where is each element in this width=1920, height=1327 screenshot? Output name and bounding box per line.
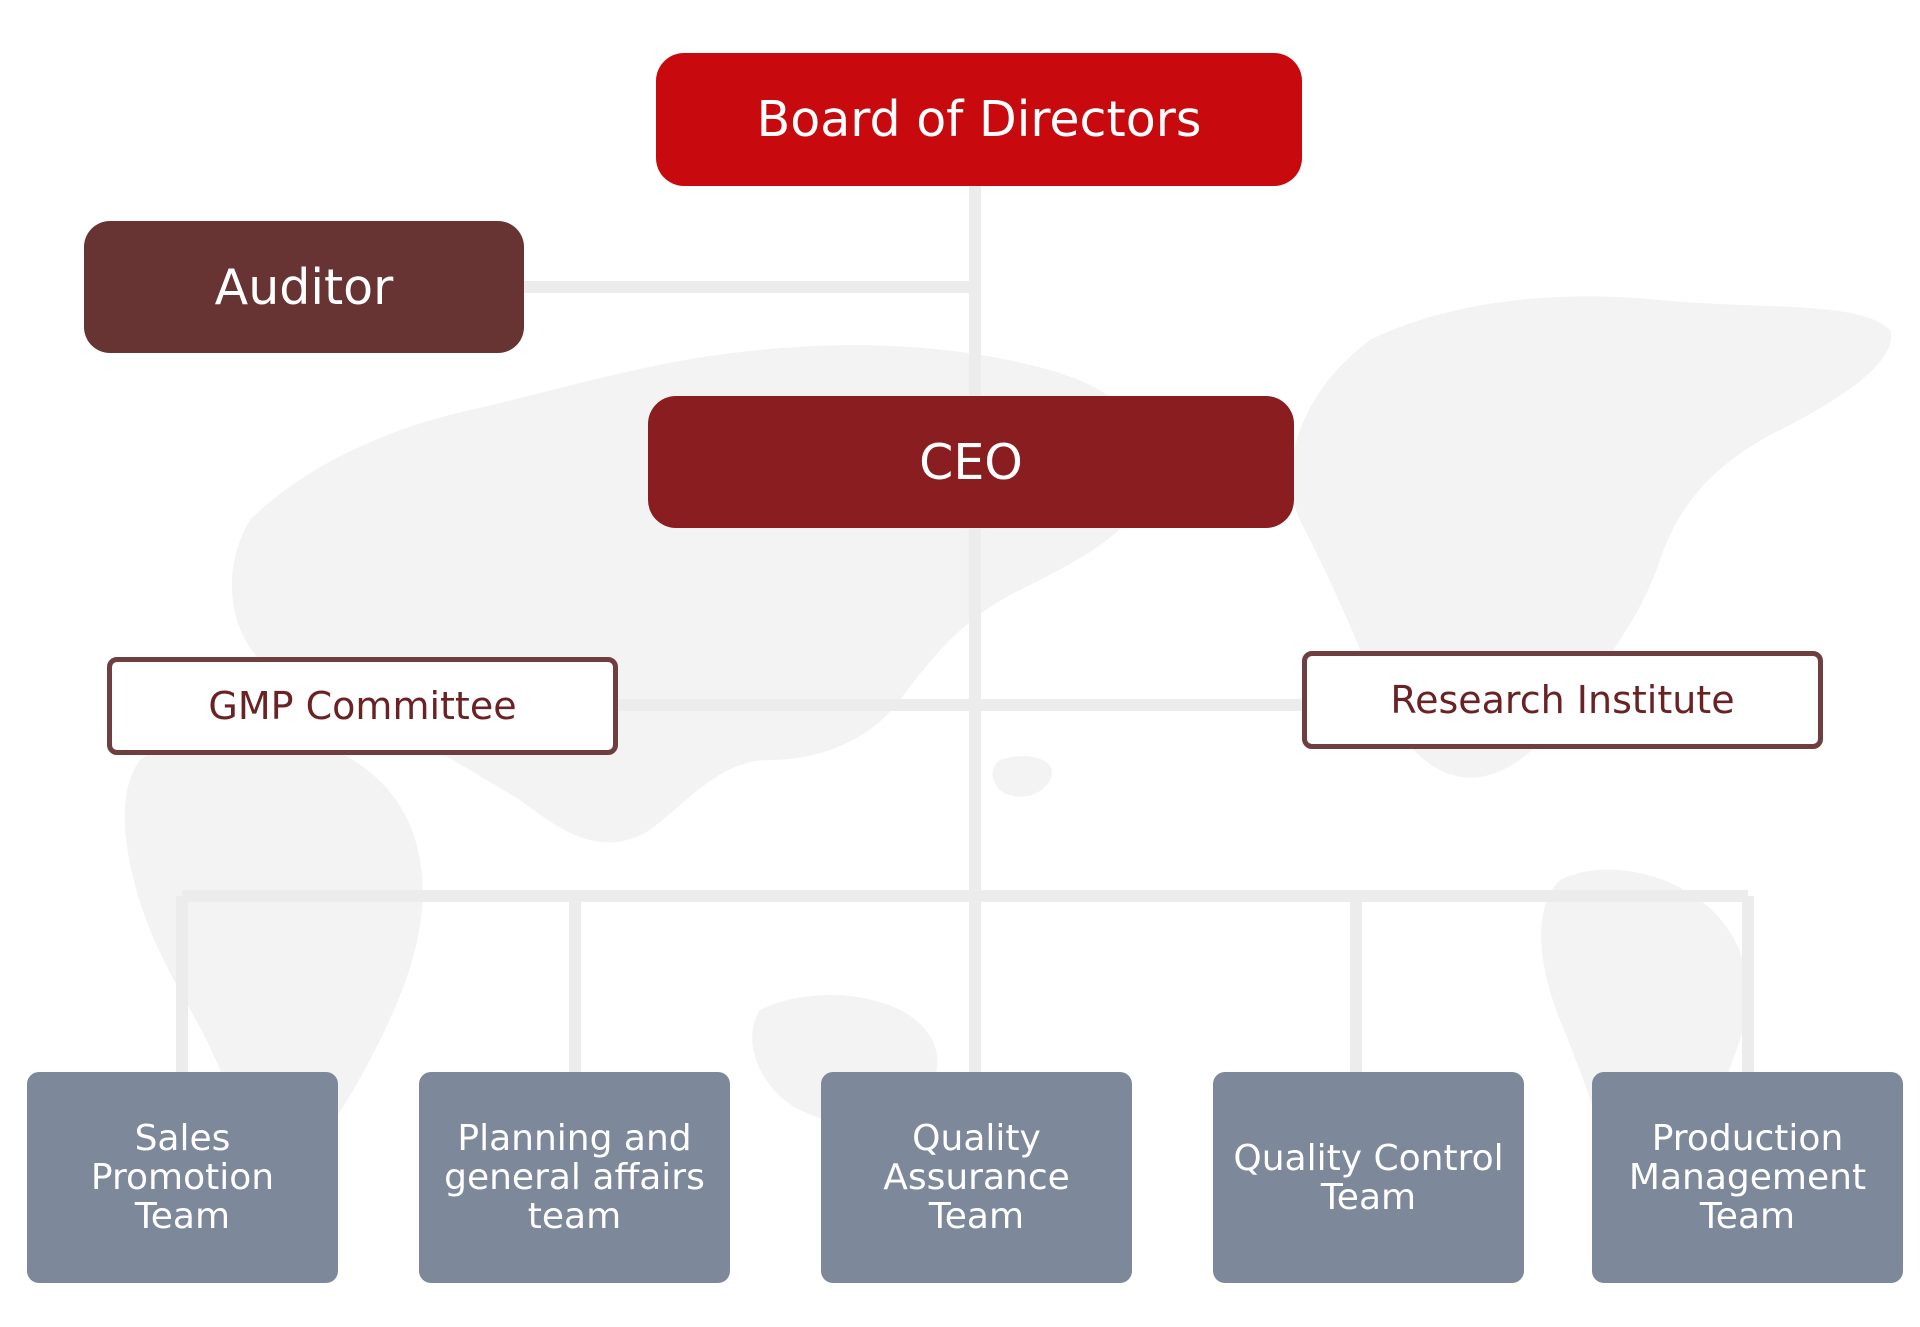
team-box-sales-promotion: Sales Promotion Team <box>27 1072 338 1283</box>
team-label: Planning and general affairs team <box>444 1118 705 1237</box>
ceo-box: CEO <box>648 396 1294 528</box>
team-label: Quality Assurance Team <box>883 1118 1070 1237</box>
gmp-committee-label: GMP Committee <box>208 684 517 728</box>
team-label: Production Management Team <box>1628 1118 1867 1237</box>
team-box-planning-general-affairs: Planning and general affairs team <box>419 1072 730 1283</box>
team-label: Sales Promotion Team <box>90 1118 275 1237</box>
board-label: Board of Directors <box>756 91 1202 148</box>
auditor-label: Auditor <box>214 258 394 316</box>
research-institute-label: Research Institute <box>1390 678 1735 722</box>
board-of-directors-box: Board of Directors <box>656 53 1302 186</box>
team-box-quality-control: Quality Control Team <box>1213 1072 1524 1283</box>
gmp-committee-box: GMP Committee <box>107 657 618 755</box>
auditor-box: Auditor <box>84 221 524 353</box>
team-label: Quality Control Team <box>1233 1137 1504 1218</box>
ceo-label: CEO <box>919 433 1023 491</box>
team-box-quality-assurance: Quality Assurance Team <box>821 1072 1132 1283</box>
research-institute-box: Research Institute <box>1302 651 1823 749</box>
team-box-production-management: Production Management Team <box>1592 1072 1903 1283</box>
